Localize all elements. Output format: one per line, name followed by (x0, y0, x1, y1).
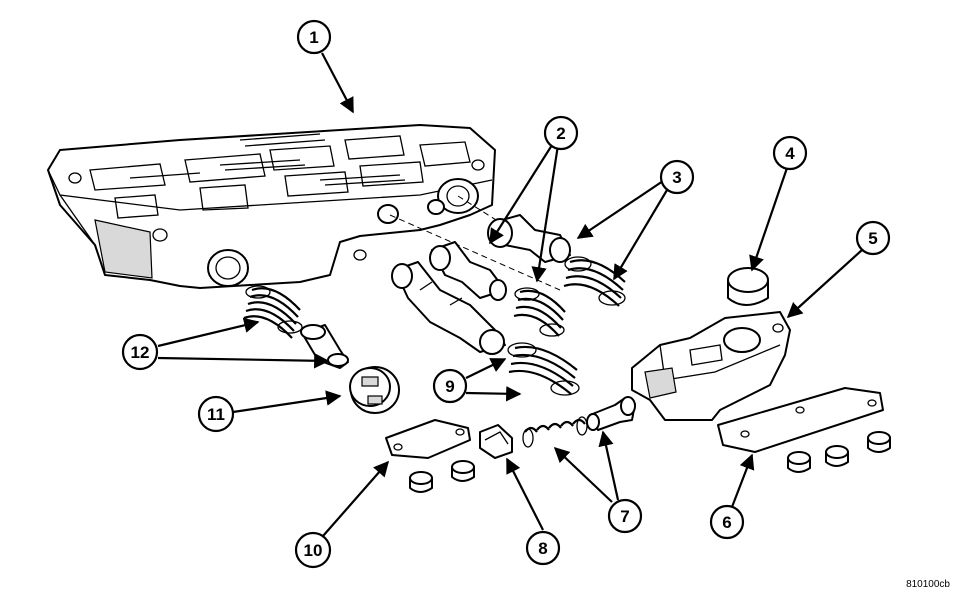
bolt-part (825, 445, 849, 467)
leader-lines (157, 52, 863, 537)
valve-body-part (47, 124, 496, 289)
callout-4: 4 (772, 135, 808, 171)
spring-9-part (507, 342, 580, 396)
valve-2-upper-part (487, 214, 571, 263)
figure-reference-code: 810100cb (906, 579, 950, 590)
callout-6: 6 (709, 504, 745, 540)
svg-text:4: 4 (785, 144, 795, 163)
callout-1: 1 (296, 19, 332, 55)
clip-8-part (479, 424, 513, 459)
svg-text:6: 6 (722, 513, 731, 532)
spring-7-part (522, 416, 588, 448)
svg-text:11: 11 (207, 405, 225, 424)
callout-9: 9 (432, 368, 468, 404)
callout-2: 2 (543, 115, 579, 151)
callout-8: 8 (525, 530, 561, 566)
bolt-part (787, 451, 811, 473)
svg-text:9: 9 (445, 377, 454, 396)
plate-10-part (385, 419, 471, 459)
svg-text:2: 2 (556, 124, 565, 143)
plug-4-part (727, 267, 769, 306)
bolt-part (409, 471, 433, 493)
valve-12-part (300, 324, 349, 369)
cover-plate-6-part (717, 387, 884, 453)
svg-text:8: 8 (538, 539, 547, 558)
plug-11-part (349, 366, 400, 414)
housing-5-part (631, 311, 791, 421)
callout-7: 7 (607, 498, 643, 534)
svg-text:12: 12 (131, 343, 150, 362)
callout-10: 10 (294, 531, 332, 569)
callout-12: 12 (121, 333, 159, 371)
valve-9-part (391, 261, 506, 355)
svg-text:1: 1 (309, 28, 318, 47)
callout-11: 11 (197, 395, 235, 433)
svg-text:7: 7 (620, 507, 629, 526)
bolt-part (451, 460, 475, 482)
callout-3: 3 (659, 159, 695, 195)
svg-text:10: 10 (304, 541, 323, 560)
svg-text:3: 3 (672, 168, 681, 187)
valve-7-part (586, 396, 636, 431)
spring-2-part (513, 287, 566, 337)
bolt-part (867, 431, 891, 453)
spring-3-part (563, 256, 626, 307)
valve-2-lower-part (429, 241, 507, 301)
spring-12-part (243, 285, 303, 339)
callout-5: 5 (855, 220, 891, 256)
svg-text:5: 5 (868, 229, 877, 248)
